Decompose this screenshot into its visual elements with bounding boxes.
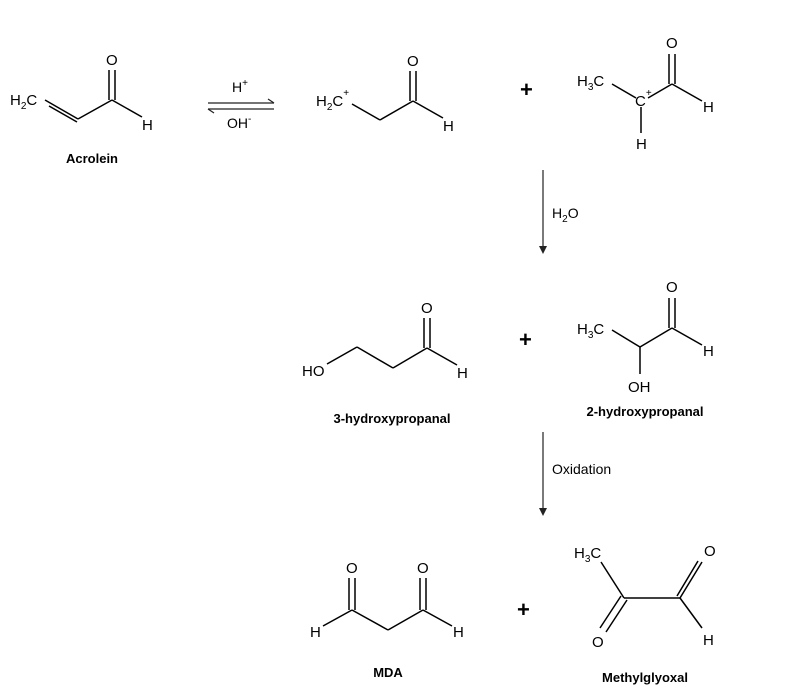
oxygen-label: O [106, 52, 118, 69]
oxidation-label: Oxidation [552, 461, 611, 477]
svg-text:OH: OH [628, 379, 651, 396]
mda-structure: H O O H [310, 560, 464, 641]
svg-text:H2O: H2O [552, 205, 579, 225]
svg-text:H3C: H3C [577, 321, 604, 341]
svg-text:H: H [703, 343, 714, 360]
methylglyoxal-structure: H3C O O H [574, 543, 716, 651]
2-hydroxypropanal-caption: 2-hydroxypropanal [586, 404, 703, 419]
methylglyoxal-caption: Methylglyoxal [602, 670, 688, 685]
hydrogen-label: H [142, 117, 153, 134]
svg-text:H: H [453, 624, 464, 641]
svg-text:O: O [592, 634, 604, 651]
acid-condition: H+ [232, 78, 248, 95]
3-hydroxypropanal-structure: HO O H [302, 300, 468, 382]
primary-carbocation-structure: H2C+ O H [316, 53, 454, 135]
plus-sign-1: + [520, 77, 533, 102]
svg-text:H: H [457, 365, 468, 382]
svg-text:O: O [346, 560, 358, 577]
svg-text:O: O [417, 560, 429, 577]
equilibrium-arrow: H+ OH- [207, 78, 275, 131]
svg-text:H: H [443, 118, 454, 135]
svg-text:H: H [703, 99, 714, 116]
3-hydroxypropanal-caption: 3-hydroxypropanal [333, 411, 450, 426]
acrolein-structure: H2C O H [10, 52, 153, 134]
plus-sign-2: + [519, 327, 532, 352]
svg-text:O: O [421, 300, 433, 317]
2-hydroxypropanal-structure: H3C O H OH [577, 279, 714, 396]
oxidation-arrow: Oxidation [539, 432, 611, 516]
svg-text:O: O [666, 279, 678, 296]
svg-text:H: H [636, 136, 647, 153]
h2c-label-h: H [10, 92, 21, 109]
acrolein-caption: Acrolein [66, 151, 118, 166]
svg-text:C+: C+ [635, 88, 652, 110]
svg-text:H: H [310, 624, 321, 641]
svg-text:H2C+: H2C+ [316, 88, 349, 113]
svg-text:O: O [407, 53, 419, 70]
plus-sign-3: + [517, 597, 530, 622]
mda-caption: MDA [373, 665, 403, 680]
svg-text:HO: HO [302, 363, 325, 380]
svg-text:H3C: H3C [577, 73, 604, 93]
svg-text:O: O [666, 35, 678, 52]
svg-text:O: O [704, 543, 716, 560]
secondary-carbocation-structure: H3C C+ O H H [577, 35, 714, 153]
svg-text:H3C: H3C [574, 545, 601, 565]
hydration-arrow: H2O [539, 170, 579, 254]
svg-text:H: H [703, 632, 714, 649]
base-condition: OH- [227, 114, 251, 131]
svg-text:H2C: H2C [10, 92, 37, 112]
